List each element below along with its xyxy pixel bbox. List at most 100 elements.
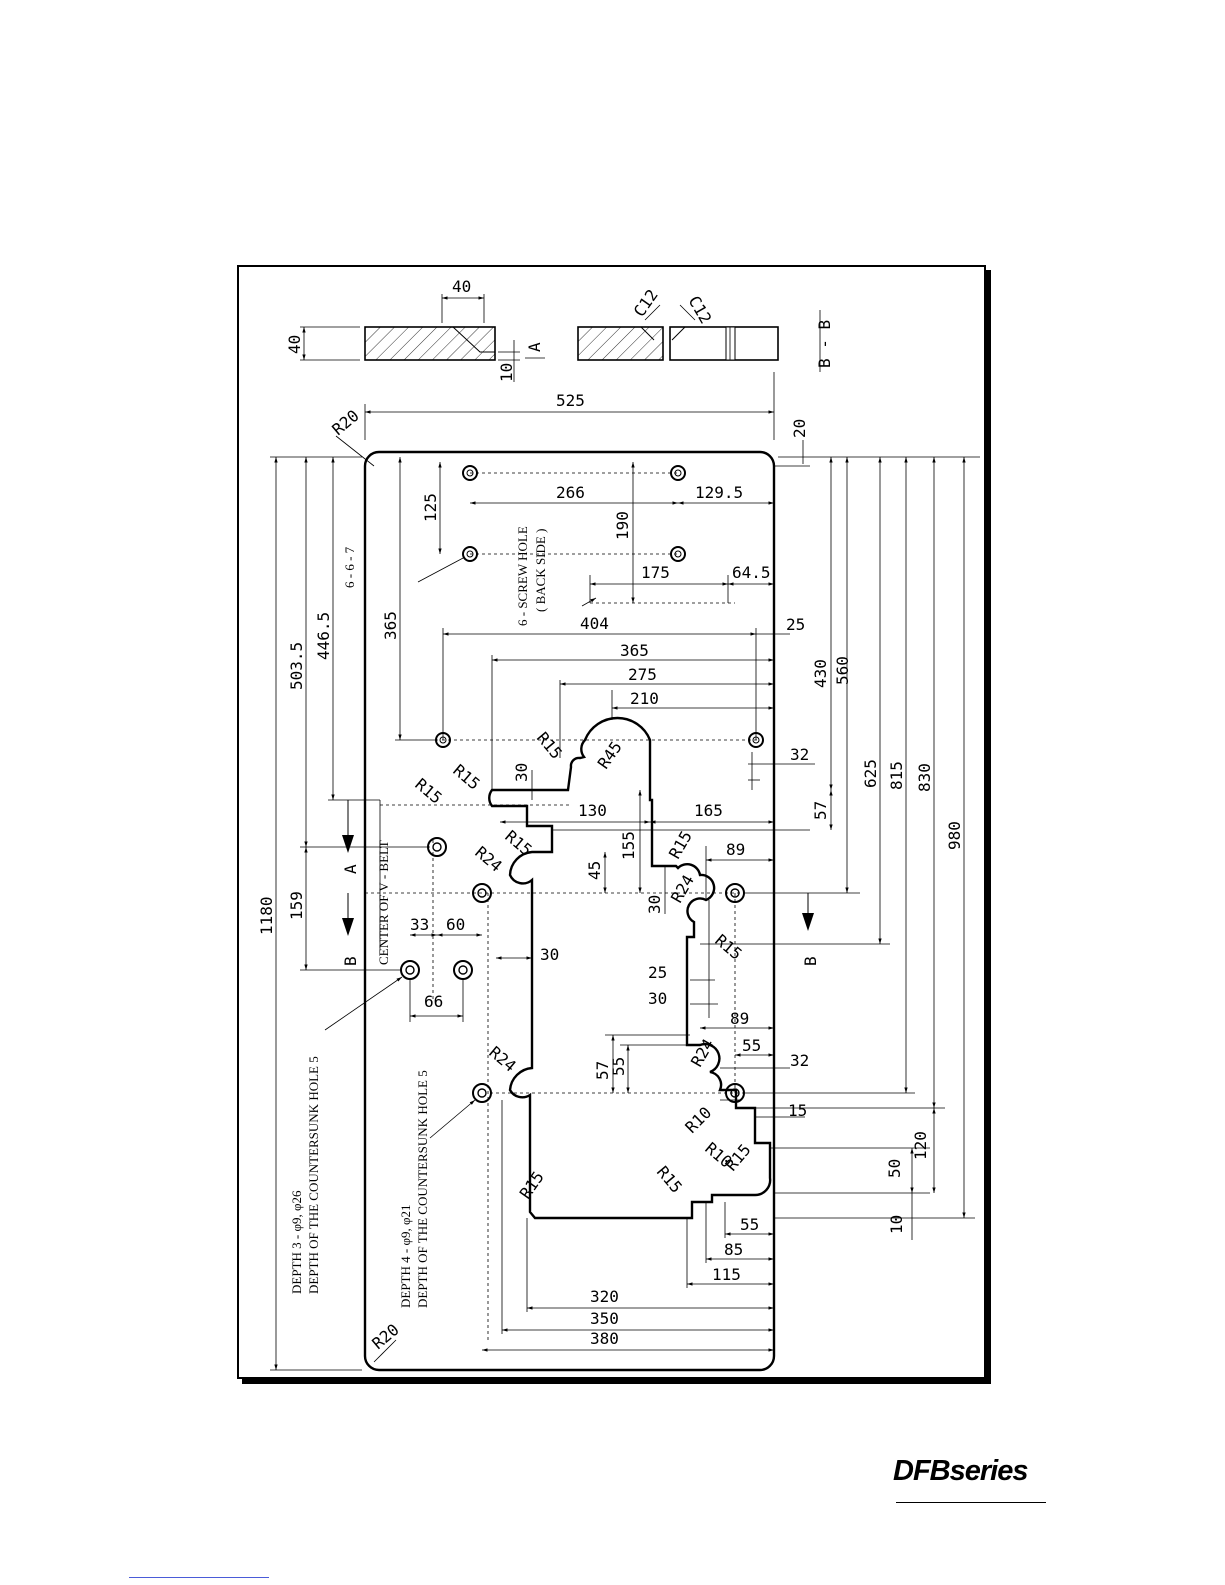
dim-25-a: 25 — [786, 615, 805, 634]
radius-r20-bottom: R20 — [368, 1320, 402, 1353]
dim-57-right: 57 — [811, 801, 830, 820]
dim-275: 275 — [628, 665, 657, 684]
radius-r10-a: R10 — [681, 1103, 715, 1137]
radius-r15-a: R15 — [411, 775, 445, 808]
dim-560: 560 — [833, 656, 852, 685]
dim-159: 159 — [287, 891, 306, 920]
dim-55-c: 55 — [740, 1215, 759, 1234]
dim-55-a: 55 — [742, 1036, 761, 1055]
note-countersunk-26-line1: DEPTH 3 - φ9, φ26 — [289, 1190, 304, 1294]
radius-r15-h: R15 — [722, 1140, 755, 1174]
radius-r24-c: R24 — [485, 1043, 519, 1076]
dim-57: 57 — [593, 1061, 612, 1080]
machine-cutout-outline — [488, 716, 772, 1220]
dim-66: 66 — [424, 992, 443, 1011]
dim-165: 165 — [694, 801, 723, 820]
dim-129-5: 129.5 — [695, 483, 743, 502]
dim-155: 155 — [619, 831, 638, 860]
dim-266: 266 — [556, 483, 585, 502]
dim-175: 175 — [641, 563, 670, 582]
dim-365-vertical: 365 — [381, 611, 400, 640]
radius-r15-j: R15 — [653, 1162, 686, 1196]
note-countersunk-21-line1: DEPTH 4 - φ9, φ21 — [398, 1205, 413, 1308]
dim-190: 190 — [613, 511, 632, 540]
note-countersunk-21-line2: DEPTH OF THE COUNTERSUNK HOLE 5 — [415, 1070, 430, 1308]
dim-130: 130 — [578, 801, 607, 820]
section-label-b-left: B — [341, 956, 360, 966]
dim-320: 320 — [590, 1287, 619, 1306]
dim-446-5: 446.5 — [314, 612, 333, 660]
dim-30-d: 30 — [648, 989, 667, 1008]
dim-210: 210 — [630, 689, 659, 708]
centerlines — [365, 472, 760, 1340]
radius-r15-i: R15 — [516, 1168, 548, 1203]
dim-section-height-40: 40 — [285, 335, 304, 354]
dim-55-b: 55 — [609, 1057, 628, 1076]
radius-r15-e: R15 — [665, 827, 696, 862]
dimension-lines — [270, 372, 980, 1371]
section-label-a-marker: A — [341, 864, 360, 874]
dim-15: 15 — [788, 1101, 807, 1120]
dim-815: 815 — [887, 761, 906, 790]
dim-85: 85 — [724, 1240, 743, 1259]
dim-380: 380 — [590, 1329, 619, 1348]
dim-20: 20 — [790, 419, 809, 438]
radius-r15-b: R15 — [449, 761, 483, 794]
dim-1180: 1180 — [257, 896, 276, 935]
footer-link-underline[interactable] — [129, 1577, 269, 1578]
chamfer-c12-left: C12 — [630, 286, 662, 321]
note-m6: 6 - 6 - 7 — [342, 546, 357, 588]
note-screw-hole-side: ( BACK SIDE ) — [533, 529, 548, 612]
radius-r15-d: R15 — [501, 827, 535, 860]
screw-holes — [435, 465, 764, 748]
dim-60: 60 — [446, 915, 465, 934]
dim-830: 830 — [915, 763, 934, 792]
radius-r15-f: R15 — [711, 931, 745, 964]
note-screw-hole: 6 - SCREW HOLE — [515, 526, 530, 626]
dim-89-b: 89 — [730, 1009, 749, 1028]
dim-30-a: 30 — [512, 763, 531, 782]
radius-r15-c: R15 — [533, 728, 566, 762]
note-countersunk-26-line2: DEPTH OF THE COUNTERSUNK HOLE 5 — [306, 1056, 321, 1294]
dim-125: 125 — [421, 493, 440, 522]
section-label-a: A — [525, 342, 544, 352]
countersunk-holes — [400, 837, 745, 1103]
dim-45: 45 — [585, 861, 604, 880]
section-view-a — [300, 294, 545, 382]
dim-525: 525 — [556, 391, 585, 410]
chamfer-c12-right: C12 — [685, 293, 716, 328]
note-vbelt-center: CENTER OF V - BELT — [376, 840, 391, 965]
dim-32-b: 32 — [790, 1051, 809, 1070]
dim-30-c: 30 — [645, 895, 664, 914]
section-cut-arrows — [342, 800, 814, 950]
dim-503-5: 503.5 — [287, 642, 306, 690]
radius-r20-top: R20 — [328, 406, 362, 439]
section-view-b — [577, 304, 779, 361]
section-label-bb: B - B — [815, 320, 834, 368]
dim-365-horizontal: 365 — [620, 641, 649, 660]
dim-625: 625 — [861, 759, 880, 788]
dim-64-5: 64.5 — [732, 563, 771, 582]
dim-section-depth-10: 10 — [497, 363, 516, 382]
section-label-b-right: B — [801, 956, 820, 966]
radius-r45: R45 — [594, 738, 626, 773]
dim-50: 50 — [885, 1159, 904, 1178]
dim-33: 33 — [410, 915, 429, 934]
dim-980: 980 — [945, 821, 964, 850]
dim-30-b: 30 — [540, 945, 559, 964]
radius-r24-d: R24 — [687, 1035, 718, 1070]
dim-10: 10 — [887, 1215, 906, 1234]
table-plate-outline — [363, 450, 776, 1372]
brand-underline — [896, 1502, 1046, 1503]
dim-430: 430 — [811, 659, 830, 688]
dim-120: 120 — [911, 1131, 930, 1160]
dim-89-a: 89 — [726, 840, 745, 859]
dim-section-width-40: 40 — [452, 277, 471, 296]
dim-25-b: 25 — [648, 963, 667, 982]
dim-350: 350 — [590, 1309, 619, 1328]
brand-logo: DFBseries — [893, 1455, 1028, 1487]
dim-404: 404 — [580, 614, 609, 633]
radius-r24-a: R24 — [471, 843, 505, 876]
dim-115: 115 — [712, 1265, 741, 1284]
